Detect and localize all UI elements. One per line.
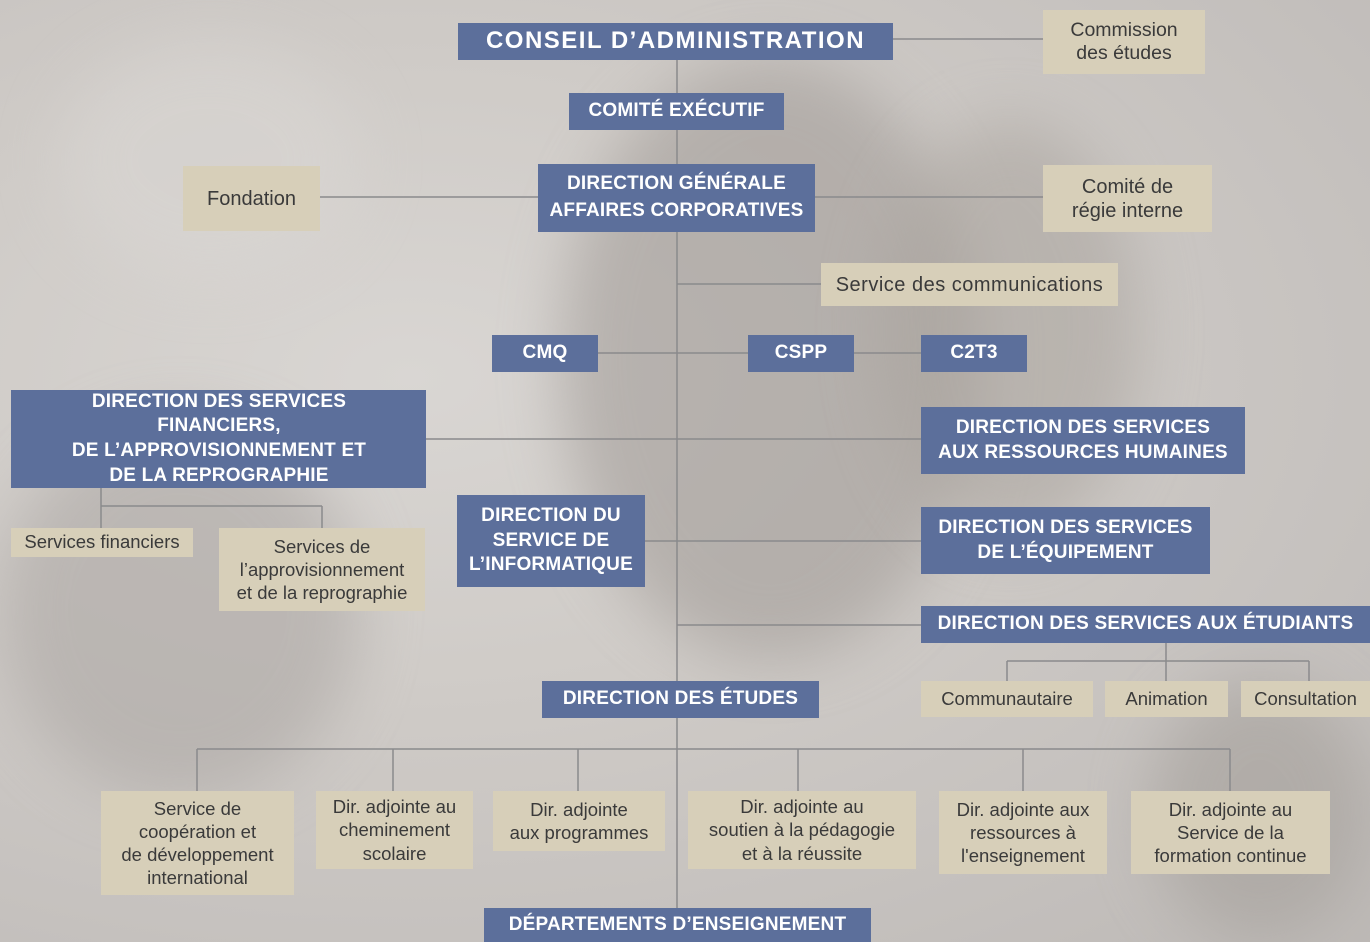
services-approvisionnement-box: Services de l’approvisionnement et de la…: [219, 528, 425, 611]
cspp-box: CSPP: [748, 335, 854, 372]
consultation-box: Consultation: [1241, 681, 1370, 717]
consultation-label: Consultation: [1254, 687, 1357, 709]
comite-regie-interne-label: Comité de régie interne: [1071, 175, 1184, 222]
commission-etudes-box: Commission des études: [1043, 10, 1205, 74]
direction-informatique-box: DIRECTION DU SERVICE DE L’INFORMATIQUE: [457, 495, 645, 587]
communautaire-label: Communautaire: [941, 687, 1073, 709]
conseil-administration-box: CONSEIL D’ADMINISTRATION: [458, 23, 893, 60]
comite-regie-interne-box: Comité de régie interne: [1043, 165, 1212, 232]
fondation-label: Fondation: [207, 187, 296, 210]
background-shape: [60, 40, 360, 280]
ressources-enseignement-label: Dir. adjointe aux ressources à l'enseign…: [956, 798, 1090, 867]
direction-etudes-box: DIRECTION DES ÉTUDES: [542, 681, 819, 718]
direction-services-etudiants-box: DIRECTION DES SERVICES AUX ÉTUDIANTS: [921, 606, 1370, 643]
programmes-label: Dir. adjointe aux programmes: [509, 798, 649, 843]
ressources-enseignement-box: Dir. adjointe aux ressources à l'enseign…: [939, 791, 1107, 874]
direction-etudes-label: DIRECTION DES ÉTUDES: [562, 688, 799, 710]
direction-services-etudiants-label: DIRECTION DES SERVICES AUX ÉTUDIANTS: [937, 613, 1354, 635]
cmq-label: CMQ: [522, 342, 568, 364]
direction-services-financiers-label: DIRECTION DES SERVICES FINANCIERS, DE L’…: [71, 390, 367, 486]
programmes-box: Dir. adjointe aux programmes: [493, 791, 665, 851]
cooperation-label: Service de coopération et de développeme…: [121, 797, 274, 889]
c2t3-label: C2T3: [950, 342, 998, 364]
direction-equipement-box: DIRECTION DES SERVICES DE L’ÉQUIPEMENT: [921, 507, 1210, 574]
services-financiers-label: Services financiers: [24, 531, 180, 553]
comite-executif-label: COMITÉ EXÉCUTIF: [588, 100, 765, 122]
direction-services-financiers-box: DIRECTION DES SERVICES FINANCIERS, DE L’…: [11, 390, 426, 488]
communautaire-box: Communautaire: [921, 681, 1093, 717]
fondation-box: Fondation: [183, 166, 320, 231]
direction-informatique-label: DIRECTION DU SERVICE DE L’INFORMATIQUE: [469, 504, 633, 576]
departements-enseignement-label: DÉPARTEMENTS D’ENSEIGNEMENT: [508, 913, 847, 935]
direction-generale-label: DIRECTION GÉNÉRALE AFFAIRES CORPORATIVES: [549, 173, 804, 221]
cheminement-scolaire-box: Dir. adjointe au cheminement scolaire: [316, 791, 473, 869]
cheminement-scolaire-label: Dir. adjointe au cheminement scolaire: [332, 796, 457, 864]
departements-enseignement-box: DÉPARTEMENTS D’ENSEIGNEMENT: [484, 908, 871, 942]
soutien-pedagogie-box: Dir. adjointe au soutien à la pédagogie …: [688, 791, 916, 869]
service-communications-label: Service des communications: [835, 273, 1104, 296]
c2t3-box: C2T3: [921, 335, 1027, 372]
direction-equipement-label: DIRECTION DES SERVICES DE L’ÉQUIPEMENT: [938, 516, 1193, 563]
direction-ressources-humaines-label: DIRECTION DES SERVICES AUX RESSOURCES HU…: [938, 416, 1228, 463]
service-communications-box: Service des communications: [821, 263, 1118, 306]
conseil-administration-label: CONSEIL D’ADMINISTRATION: [485, 27, 866, 55]
soutien-pedagogie-label: Dir. adjointe au soutien à la pédagogie …: [708, 796, 896, 864]
animation-label: Animation: [1125, 687, 1208, 709]
direction-ressources-humaines-box: DIRECTION DES SERVICES AUX RESSOURCES HU…: [921, 407, 1245, 474]
cmq-box: CMQ: [492, 335, 598, 372]
services-financiers-box: Services financiers: [11, 528, 193, 557]
commission-etudes-label: Commission des études: [1070, 18, 1178, 64]
cooperation-box: Service de coopération et de développeme…: [101, 791, 294, 895]
services-approvisionnement-label: Services de l’approvisionnement et de la…: [236, 535, 408, 604]
comite-executif-box: COMITÉ EXÉCUTIF: [569, 93, 784, 130]
formation-continue-box: Dir. adjointe au Service de la formation…: [1131, 791, 1330, 874]
cspp-label: CSPP: [774, 342, 828, 364]
formation-continue-label: Dir. adjointe au Service de la formation…: [1154, 798, 1307, 867]
animation-box: Animation: [1105, 681, 1228, 717]
direction-generale-box: DIRECTION GÉNÉRALE AFFAIRES CORPORATIVES: [538, 164, 815, 232]
